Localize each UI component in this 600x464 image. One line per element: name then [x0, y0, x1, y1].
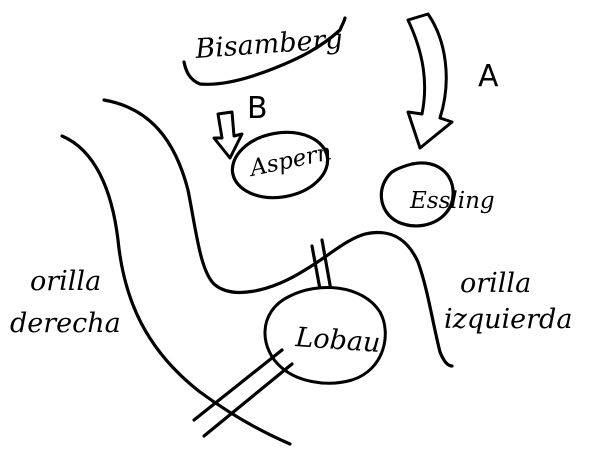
arrow-a [406, 12, 454, 150]
lobau-label: Lobau [294, 322, 382, 359]
bisamberg-label: Bisamberg [193, 24, 343, 65]
arrow-b [212, 110, 244, 160]
south-bridge-line-1 [192, 348, 284, 422]
bisamberg-hill-outline [182, 16, 347, 86]
south-bridge-line-2 [202, 362, 294, 438]
lobau-island-outline [263, 286, 387, 385]
arrow-a-label: A [478, 59, 499, 94]
river-channel-left-bank [102, 98, 307, 295]
river-right-bank-line [60, 134, 292, 446]
right-bank-label-line2: derecha [10, 308, 121, 339]
left-bank-label-line2: izquierda [444, 304, 572, 335]
left-bank-label-line1: orilla [460, 268, 531, 299]
essling-label: Essling [409, 188, 495, 214]
river-channel-top-bank [303, 230, 454, 368]
aspern-outline [230, 130, 330, 200]
right-bank-label-line1: orilla [30, 266, 101, 297]
arrow-b-label: B [247, 91, 268, 126]
essling-outline [379, 161, 455, 228]
